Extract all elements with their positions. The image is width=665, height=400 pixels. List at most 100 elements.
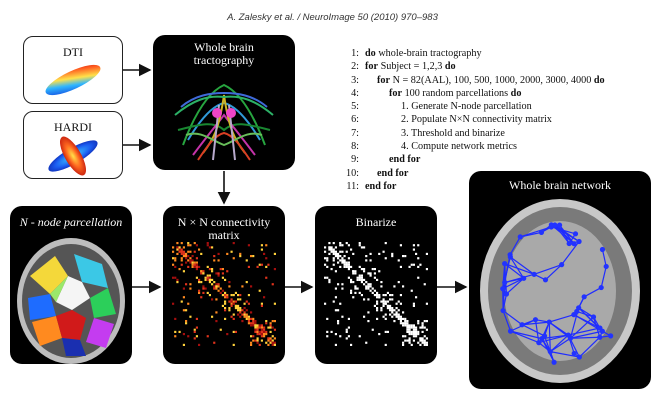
network-edge xyxy=(549,337,571,353)
matrix-cell xyxy=(356,287,359,290)
matrix-cell xyxy=(245,313,248,316)
matrix-cell xyxy=(228,307,231,310)
network-edge xyxy=(506,277,525,295)
network-edge xyxy=(551,224,580,243)
matrix-cell xyxy=(412,333,415,336)
matrix-cell xyxy=(328,246,331,249)
matrix-cell xyxy=(391,315,394,318)
matrix-cell xyxy=(271,326,274,329)
matrix-cell xyxy=(234,304,237,307)
network-node xyxy=(538,229,545,235)
matrix-cell xyxy=(232,343,235,346)
matrix-cell xyxy=(350,289,353,292)
matrix-cell xyxy=(243,307,246,310)
matrix-cell xyxy=(239,294,242,297)
matrix-cell xyxy=(232,257,235,260)
matrix-cell xyxy=(412,324,415,327)
matrix-cell xyxy=(174,335,177,338)
matrix-cell xyxy=(228,309,231,312)
matrix-cell xyxy=(354,291,357,294)
matrix-cell xyxy=(258,289,261,292)
matrix-cell xyxy=(273,328,276,331)
network-node xyxy=(574,308,580,315)
matrix-cell xyxy=(180,257,183,260)
matrix-cell xyxy=(182,250,185,253)
matrix-cell xyxy=(365,281,368,284)
matrix-cell xyxy=(243,313,246,316)
matrix-cell xyxy=(406,324,409,327)
matrix-cell xyxy=(230,294,233,297)
matrix-cell xyxy=(412,339,415,342)
matrix-cell xyxy=(337,309,340,312)
matrix-cell xyxy=(172,257,175,260)
matrix-cell xyxy=(395,315,398,318)
matrix-cell xyxy=(376,300,379,303)
matrix-cell xyxy=(256,330,259,333)
matrix-cell xyxy=(195,265,198,268)
tractography-label: Whole brain tractography xyxy=(193,40,255,67)
matrix-cell xyxy=(419,263,422,266)
algorithm-text: for N = 82(AAL), 100, 500, 1000, 2000, 3… xyxy=(377,74,605,86)
matrix-cell xyxy=(402,322,405,325)
matrix-cell xyxy=(354,272,357,275)
network-node xyxy=(590,314,597,320)
matrix-cell xyxy=(402,335,405,338)
matrix-cell xyxy=(263,330,266,333)
matrix-cell xyxy=(254,330,257,333)
matrix-cell xyxy=(415,296,418,299)
matrix-cell xyxy=(402,317,405,320)
network-edge xyxy=(534,319,540,343)
matrix-cell xyxy=(230,300,233,303)
matrix-cell xyxy=(397,309,400,312)
matrix-cell xyxy=(330,330,333,333)
matrix-cell xyxy=(200,272,203,275)
matrix-cell xyxy=(423,326,426,329)
matrix-cell xyxy=(243,311,246,314)
matrix-cell xyxy=(389,309,392,312)
matrix-cell xyxy=(267,343,270,346)
line-number: 5: xyxy=(351,101,359,113)
matrix-cell xyxy=(258,263,261,266)
matrix-cell xyxy=(380,309,383,312)
matrix-cell xyxy=(376,307,379,310)
matrix-cell xyxy=(260,330,263,333)
matrix-cell xyxy=(373,268,376,271)
matrix-cell xyxy=(425,328,428,331)
network-edge xyxy=(502,293,508,311)
network-edge xyxy=(549,334,569,353)
matrix-cell xyxy=(217,285,220,288)
matrix-cell xyxy=(247,322,250,325)
matrix-cell xyxy=(252,335,255,338)
matrix-cell xyxy=(232,302,235,305)
matrix-cell xyxy=(345,250,348,253)
matrix-cell xyxy=(324,257,327,260)
matrix-cell xyxy=(343,263,346,266)
matrix-cell xyxy=(245,281,248,284)
matrix-cell xyxy=(265,341,268,344)
matrix-cell xyxy=(182,252,185,255)
matrix-cell xyxy=(265,265,268,268)
matrix-cell xyxy=(365,255,368,258)
matrix-cell xyxy=(243,302,246,305)
matrix-cell xyxy=(243,315,246,318)
network-edge xyxy=(504,263,535,275)
matrix-cell xyxy=(178,268,181,271)
matrix-cell xyxy=(202,285,205,288)
matrix-cell xyxy=(376,291,379,294)
matrix-cell xyxy=(250,255,253,258)
matrix-cell xyxy=(217,274,220,277)
matrix-cell xyxy=(334,333,337,336)
network-edge xyxy=(550,351,580,358)
matrix-cell xyxy=(360,268,363,271)
matrix-cell xyxy=(189,244,192,247)
matrix-cell xyxy=(363,246,366,249)
matrix-cell xyxy=(382,298,385,301)
matrix-cell xyxy=(273,341,276,344)
matrix-cell xyxy=(376,296,379,299)
matrix-cell xyxy=(341,250,344,253)
matrix-cell xyxy=(421,337,424,340)
matrix-cell xyxy=(334,270,337,273)
matrix-cell xyxy=(425,320,428,323)
network-node xyxy=(502,261,508,267)
matrix-cell xyxy=(339,335,342,338)
